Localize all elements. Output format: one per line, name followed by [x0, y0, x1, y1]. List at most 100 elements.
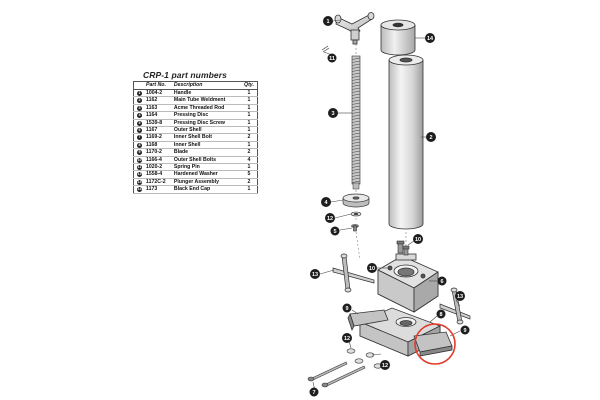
- plunger-left-part: [332, 253, 375, 293]
- key-dot: 7: [137, 135, 142, 141]
- qty-cell: 4: [241, 156, 258, 165]
- callout-plunger-right: 13: [455, 291, 465, 301]
- key-dot: 10: [137, 157, 142, 163]
- key-column-header: [133, 81, 145, 90]
- description-cell: Pressing Disc: [172, 111, 241, 120]
- callout-washer-bottom-a: 12: [342, 333, 352, 343]
- callout-plunger-left: 13: [310, 269, 320, 279]
- svg-text:14: 14: [427, 36, 434, 42]
- description-cell: Spring Pin: [172, 163, 241, 172]
- part-number-cell: 1168: [145, 141, 173, 150]
- svg-text:5: 5: [333, 229, 336, 235]
- part-number-cell: 1020-2: [145, 163, 173, 172]
- callout-blade-left: 9: [342, 303, 352, 313]
- svg-text:9: 9: [345, 306, 348, 312]
- callout-main-tube: 2: [426, 132, 436, 142]
- callout-outer-shell-ref: 10: [367, 263, 377, 273]
- part-number-cell: 1004-2: [145, 89, 173, 98]
- description-cell: Inner Shell Bolt: [172, 133, 241, 142]
- svg-text:12: 12: [327, 216, 333, 222]
- description-cell: Hardened Washer: [172, 170, 241, 179]
- description-cell: Pressing Disc Screw: [172, 119, 241, 128]
- row-key-badge: 7: [133, 133, 145, 142]
- callout-threaded-rod: 3: [328, 108, 338, 118]
- qty-cell: 1: [241, 96, 258, 105]
- row-key-badge: 9: [133, 148, 145, 157]
- qty-cell: 2: [241, 148, 258, 157]
- callout-disc-screw: 5: [330, 226, 340, 236]
- row-key-badge: 11: [133, 163, 145, 172]
- handle-part: [334, 12, 375, 45]
- row-key-badge: 4: [133, 111, 145, 120]
- key-dot: 5: [137, 120, 142, 126]
- part-number-cell: 1170-2: [145, 148, 173, 157]
- part-number-cell: 1172C-2: [145, 178, 173, 187]
- plunger-right-part: [439, 287, 471, 325]
- row-key-badge: 5: [133, 119, 145, 128]
- svg-text:10: 10: [369, 266, 375, 272]
- parts-table-panel: CRP-1 part numbers Part No. Description …: [133, 70, 258, 194]
- part-number-cell: 1162: [145, 96, 173, 105]
- part-number-cell: 1169-2: [145, 133, 173, 142]
- highlight-circle: [414, 323, 456, 365]
- description-cell: Acme Threaded Rod: [172, 104, 241, 113]
- main-tube-part: [388, 54, 424, 230]
- svg-text:4: 4: [324, 200, 328, 206]
- description-cell: Inner Shell: [172, 141, 241, 150]
- blade-right-part: [413, 331, 453, 357]
- parts-table-header-row: Part No. Description Qty.: [133, 81, 258, 90]
- inner-shell-bolts-part: [307, 361, 366, 388]
- callout-outer-bolts: 10: [413, 234, 423, 244]
- svg-text:2: 2: [429, 135, 432, 141]
- washers-bottom-part: [346, 348, 383, 369]
- key-dot: 6: [137, 128, 142, 134]
- part-no-column-header: Part No.: [145, 81, 173, 90]
- qty-cell: 1: [241, 141, 258, 150]
- part-number-cell: 1173: [145, 185, 173, 194]
- callout-outer-shell: 6: [437, 276, 447, 286]
- row-key-badge: 12: [133, 170, 145, 179]
- key-dot: 14: [137, 187, 142, 193]
- svg-text:13: 13: [457, 294, 463, 300]
- callout-blade-right: 9: [460, 325, 470, 335]
- svg-text:1: 1: [326, 19, 329, 25]
- washer-part-top: [350, 211, 362, 217]
- parts-table-title: CRP-1 part numbers: [143, 70, 227, 80]
- callout-washer-top: 12: [325, 213, 335, 223]
- part-number-cell: 1558-4: [145, 170, 173, 179]
- key-dot: 4: [137, 113, 142, 119]
- row-key-badge: 3: [133, 104, 145, 113]
- callout-end-cap: 14: [425, 33, 435, 43]
- callout-inner-shell: 8: [436, 309, 446, 319]
- qty-cell: 1: [241, 104, 258, 113]
- qty-cell: 1: [241, 185, 258, 194]
- row-key-badge: 8: [133, 141, 145, 150]
- threaded-rod-part: [351, 55, 361, 190]
- key-dot: 12: [137, 172, 142, 178]
- svg-text:13: 13: [312, 272, 318, 278]
- key-dot: 9: [137, 150, 142, 156]
- blade-left-part: [347, 309, 389, 332]
- key-dot: 11: [137, 165, 142, 171]
- description-cell: Plunger Assembly: [172, 178, 241, 187]
- description-column-header: Description: [172, 81, 241, 90]
- svg-text:6: 6: [440, 279, 443, 285]
- description-cell: Handle: [172, 89, 241, 98]
- callout-spring-pin: 11: [327, 53, 337, 63]
- pressing-disc-part: [342, 193, 370, 208]
- svg-text:9: 9: [463, 328, 466, 334]
- key-dot: 13: [137, 179, 142, 185]
- description-cell: Main Tube Weldment: [172, 96, 241, 105]
- part-number-cell: 1166-4: [145, 156, 173, 165]
